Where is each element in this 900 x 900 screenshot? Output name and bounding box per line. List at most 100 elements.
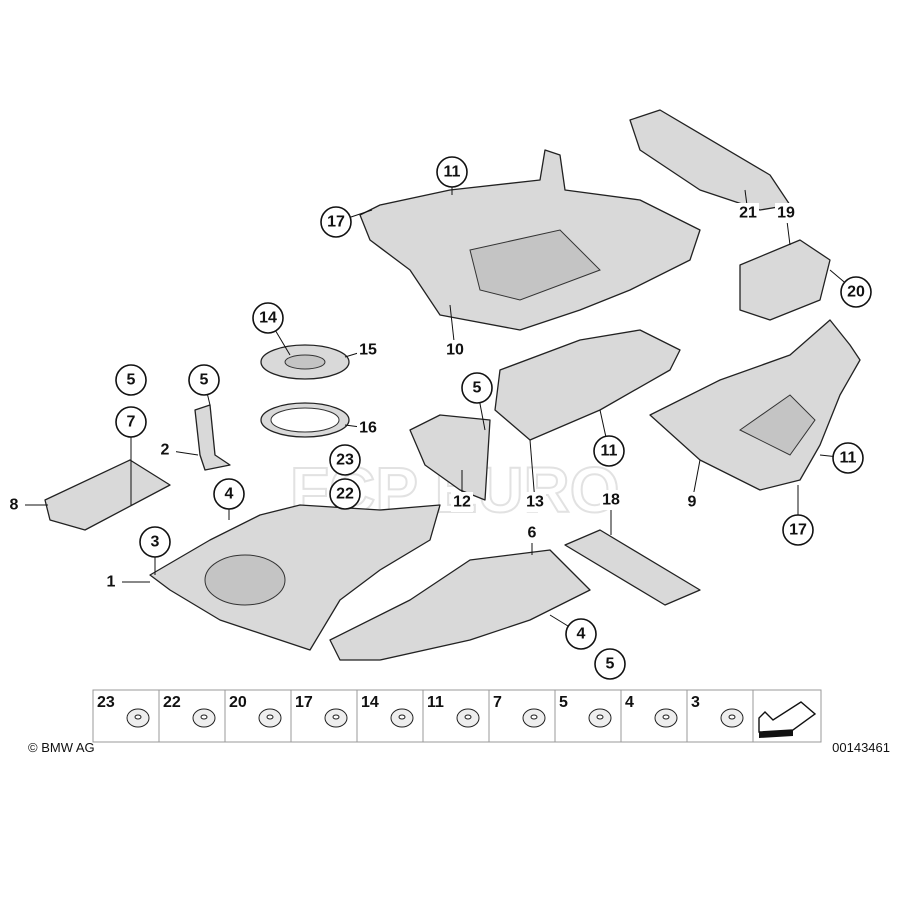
callout-bg (444, 340, 466, 360)
callout-label: 20 (847, 284, 865, 301)
callout-label: 18 (602, 492, 620, 509)
callout-label: 17 (327, 214, 345, 231)
callout-15: 15 (344, 340, 379, 360)
callout-label: 9 (688, 494, 697, 511)
callout-label: 16 (359, 420, 377, 437)
callout-4: 4 (213, 478, 245, 520)
callout-bg (154, 440, 176, 460)
part-21-trim (629, 109, 791, 211)
callout-circle (115, 364, 147, 396)
part-19-bracket (739, 239, 831, 321)
callout-circle (461, 372, 493, 404)
callout-bg (524, 492, 546, 512)
callout-label: 15 (359, 342, 377, 359)
part-10-underbody-panel (359, 149, 701, 331)
callout-label: 2 (161, 442, 170, 459)
fastener-icon (522, 708, 546, 728)
callout-1: 1 (100, 572, 150, 592)
part-8-bracket (44, 459, 171, 531)
legend-cell-7: 7 (488, 689, 556, 743)
callout-label: 10 (446, 342, 464, 359)
callout-5: 5 (461, 372, 493, 431)
legend-number: 23 (97, 694, 115, 711)
callout-2: 2 (154, 440, 199, 460)
callout-5: 5 (594, 648, 626, 680)
fastener-icon (390, 708, 414, 728)
callout-label: 6 (528, 525, 537, 542)
leader-line (529, 439, 536, 503)
legend-number: 17 (295, 694, 313, 711)
legend-number: 14 (361, 694, 379, 711)
callout-10: 10 (444, 304, 466, 360)
legend-cell-5: 5 (554, 689, 622, 743)
callout-circle (782, 514, 814, 546)
part-14-15-seal (260, 344, 350, 438)
callout-bg (521, 523, 543, 543)
callout-label: 14 (259, 310, 277, 327)
callout-bg (737, 203, 759, 223)
callout-circle (329, 444, 361, 476)
legend-cell-14: 14 (356, 689, 424, 743)
callout-12: 12 (451, 470, 473, 512)
callout-21: 21 (737, 189, 759, 223)
legend-number: 20 (229, 694, 247, 711)
callout-23: 23 (329, 444, 361, 476)
legend-number: 7 (493, 694, 502, 711)
callout-16: 16 (344, 418, 379, 438)
callout-bg (775, 203, 797, 223)
legend-number: 4 (625, 694, 634, 711)
callout-4: 4 (549, 614, 597, 650)
callout-9: 9 (681, 459, 703, 512)
fastener-icon (126, 708, 150, 728)
callout-label: 22 (336, 486, 354, 503)
legend-cell-20: 20 (224, 689, 292, 743)
callout-label: 3 (151, 534, 160, 551)
callout-circle (565, 618, 597, 650)
callout-18: 18 (600, 490, 622, 535)
part-18-strip (564, 529, 701, 606)
legend-cell-4: 4 (620, 689, 688, 743)
callout-label: 19 (777, 205, 795, 222)
legend-cell-23: 23 (92, 689, 160, 743)
callout-circle (115, 406, 147, 438)
callout-label: 5 (200, 372, 209, 389)
callout-22: 22 (329, 478, 361, 510)
legend-cell-11: 11 (422, 689, 490, 743)
arrow-cell (752, 689, 822, 743)
part-12-cover (409, 414, 491, 501)
callout-bg (600, 490, 622, 510)
callout-label: 11 (601, 443, 618, 460)
callout-label: 17 (789, 522, 807, 539)
callout-label: 11 (840, 450, 857, 467)
callout-7: 7 (115, 406, 147, 505)
callout-6: 6 (521, 523, 543, 555)
callout-label: 5 (127, 372, 136, 389)
callout-circle (329, 478, 361, 510)
callout-label: 4 (577, 626, 586, 643)
fastener-icon (324, 708, 348, 728)
callout-label: 13 (526, 494, 544, 511)
callout-circle (252, 302, 284, 334)
callout-circle (832, 442, 864, 474)
callout-5: 5 (115, 364, 147, 396)
fastener-icon (720, 708, 744, 728)
callout-11: 11 (593, 409, 625, 467)
callout-circle (436, 156, 468, 188)
fastener-icon (258, 708, 282, 728)
callout-circle (139, 526, 171, 558)
diagram-number: 00143461 (832, 740, 890, 755)
callout-3: 3 (139, 526, 171, 575)
callout-circle (320, 206, 352, 238)
fastener-icon (588, 708, 612, 728)
fastener-icon (456, 708, 480, 728)
callout-label: 5 (473, 380, 482, 397)
fastener-icon (654, 708, 678, 728)
callout-circle (593, 435, 625, 467)
callout-19: 19 (775, 203, 797, 246)
part-1-front-panel (149, 504, 441, 651)
callout-11: 11 (436, 156, 468, 195)
callout-label: 4 (225, 486, 234, 503)
part-13-panel (494, 329, 681, 441)
